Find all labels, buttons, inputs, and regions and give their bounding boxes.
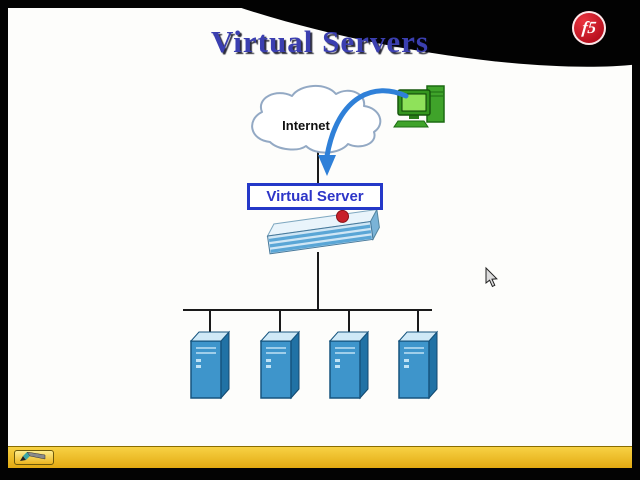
- pen-icon: [20, 452, 46, 461]
- annotation-toolbar: [8, 446, 632, 468]
- slide-title: Virtual Servers: [211, 24, 429, 59]
- f5-logo: f5: [572, 11, 606, 45]
- virtual-server-box: Virtual Server: [247, 183, 383, 210]
- virtual-server-label: Virtual Server: [266, 188, 364, 205]
- pen-tool-button[interactable]: [14, 450, 54, 465]
- internet-label: Internet: [282, 118, 330, 133]
- slide-canvas: [8, 8, 632, 446]
- f5-logo-text: f5: [580, 18, 598, 37]
